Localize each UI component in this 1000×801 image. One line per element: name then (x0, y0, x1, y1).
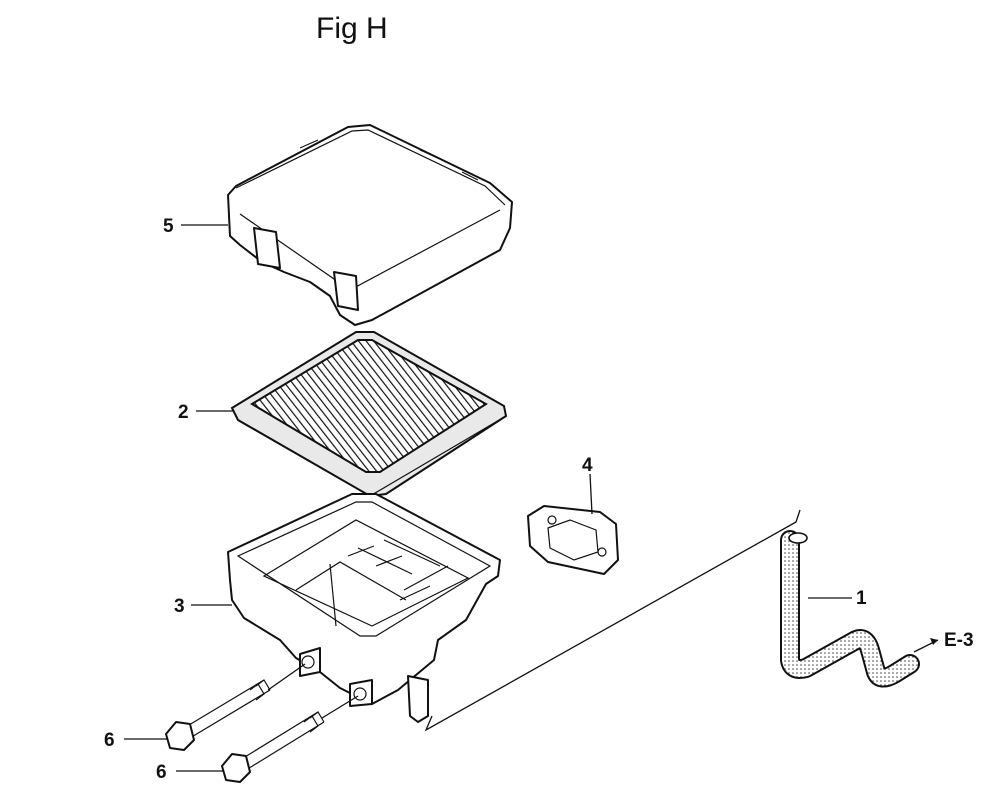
callout-4: 4 (582, 455, 593, 476)
air-cleaner-case (227, 493, 501, 723)
figure-title: Fig H (316, 12, 388, 45)
callout-1: 1 (856, 588, 867, 609)
leader-lines (124, 224, 852, 772)
air-cleaner-cover (227, 124, 513, 326)
callout-5: 5 (163, 216, 174, 237)
gasket (527, 505, 619, 575)
callout-6-upper: 6 (104, 730, 115, 751)
bolt-upper (165, 679, 271, 751)
section-reference-label: E-3 (944, 630, 974, 651)
callout-3: 3 (174, 596, 185, 617)
connection-line (424, 509, 801, 732)
air-filter-element (230, 331, 508, 498)
reference-arrow (913, 638, 939, 653)
breather-tube (780, 530, 920, 688)
callout-6-lower: 6 (156, 762, 167, 783)
bolt-lower (221, 711, 325, 783)
callout-2: 2 (178, 402, 189, 423)
